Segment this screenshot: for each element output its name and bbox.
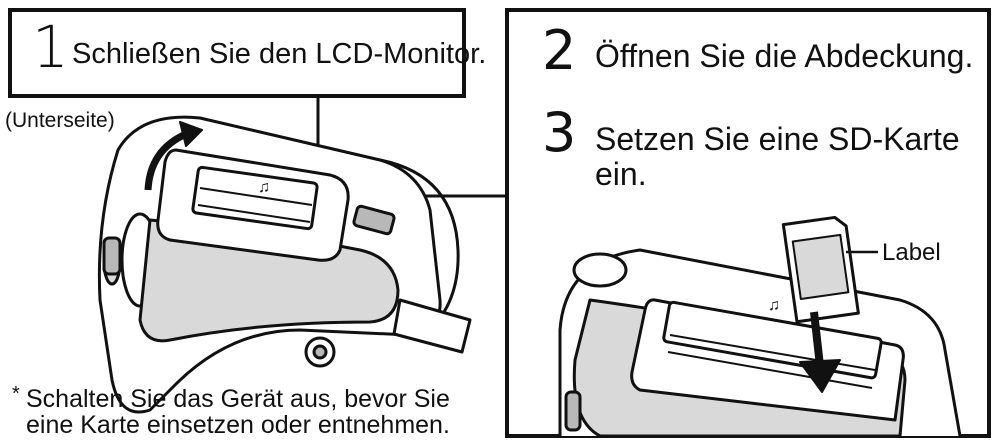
step3-text-line1: Setzen Sie eine SD-Karte [595,121,960,157]
step3-text-line2: ein. [595,156,647,192]
card-label: Label [882,239,941,266]
footnote-line1: Schalten Sie das Gerät aus, bevor Sie [26,385,450,413]
camcorder-underside-illustration [97,115,472,414]
sd-card [781,215,860,324]
card-insert-illustration [558,215,962,438]
step3-number: 3 [542,101,577,164]
slot-mark-left: ♫ [258,179,270,196]
footnote-asterisk: * [12,383,20,405]
step1-callout-box [8,8,466,98]
step2-text: Öffnen Sie die Abdeckung. [595,38,974,74]
footnote-line2: eine Karte einsetzen oder entnehmen. [26,411,450,439]
step1-number: 1 [32,13,69,81]
step1-text: Schließen Sie den LCD-Monitor. [72,38,487,70]
slot-mark-right: ♫ [768,297,780,314]
underside-label: (Unterseite) [5,109,115,132]
step2-number: 2 [542,19,577,82]
